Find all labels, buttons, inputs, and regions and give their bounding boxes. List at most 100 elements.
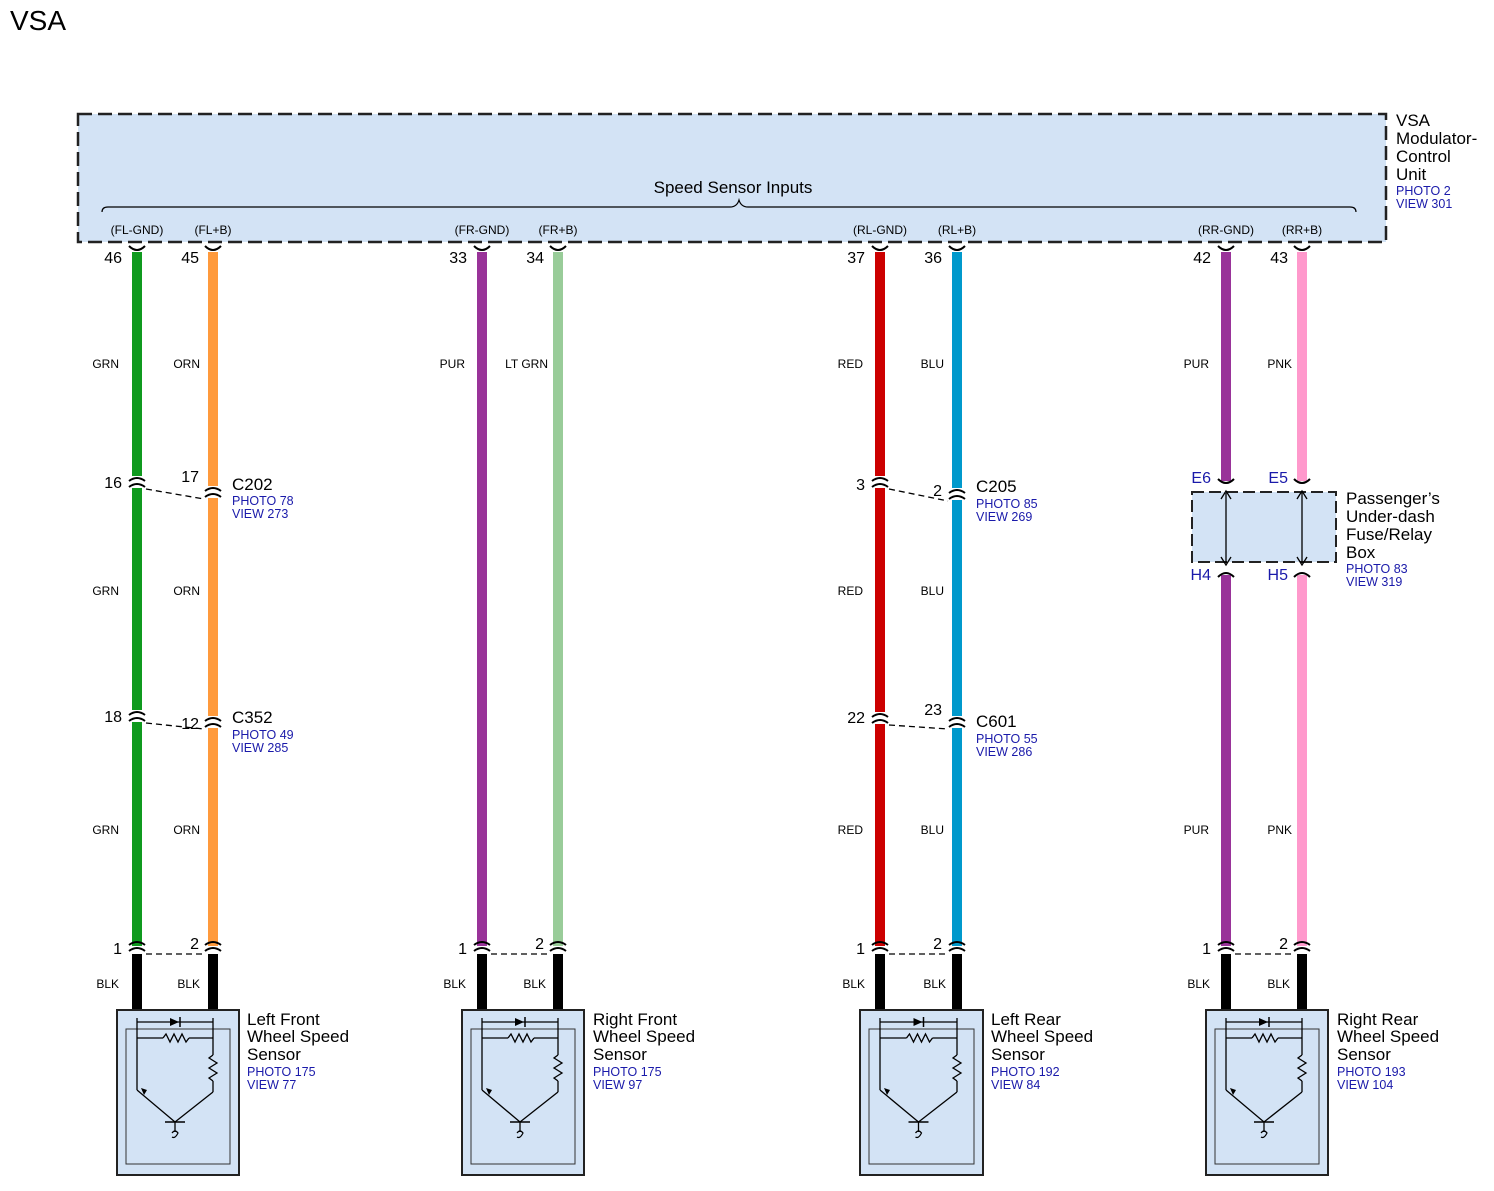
wire-color-label: ORN xyxy=(173,357,200,371)
connector-arc xyxy=(473,941,491,946)
connector-arc xyxy=(948,495,966,500)
connector-arc xyxy=(549,941,567,946)
terminal-mark xyxy=(1217,478,1235,484)
connector-photo-ref: PHOTO 55 xyxy=(976,732,1038,746)
group-label: Speed Sensor Inputs xyxy=(654,178,813,197)
resistor-icon xyxy=(1251,1032,1279,1044)
sensor-inner-frame xyxy=(868,1028,975,1165)
wire-color-label: LT GRN xyxy=(505,357,548,371)
wire-color-label: ORN xyxy=(173,823,200,837)
sensor-name-line: Left Front xyxy=(247,1010,320,1029)
diagram-title: VSA xyxy=(10,5,66,36)
blk-label: BLK xyxy=(177,977,200,991)
wire-color-label: PUR xyxy=(440,357,466,371)
connector-arc xyxy=(204,717,222,722)
terminal-mark xyxy=(204,245,222,251)
speed-sensor-inputs-bracket xyxy=(101,197,1357,213)
terminal-mark xyxy=(1293,572,1311,578)
connector-link xyxy=(888,724,949,730)
inline-connectors: 16 17 C202 PHOTO 78 VIEW 273 18 12 C352 … xyxy=(104,469,1037,759)
connector-arc xyxy=(871,477,889,482)
terminal-mark xyxy=(1293,245,1311,251)
connector-arc xyxy=(1293,941,1311,946)
connector-arc xyxy=(204,493,222,498)
fuse-box-name-line: Under-dash xyxy=(1346,507,1435,526)
wire-color-label: PUR xyxy=(1184,823,1210,837)
connector-photo-ref: PHOTO 78 xyxy=(232,494,294,508)
connector-arc xyxy=(128,483,146,488)
terminal-mark xyxy=(1217,572,1235,578)
terminal-mark xyxy=(1217,245,1235,251)
fuse-box-photo-ref: PHOTO 83 xyxy=(1346,562,1408,576)
connector-arc xyxy=(871,941,889,946)
fuse-pin-label: E6 xyxy=(1191,470,1211,487)
signal-label: (RL+B) xyxy=(938,223,976,237)
arrow-up-icon xyxy=(1296,489,1308,500)
blk-label: BLK xyxy=(1187,977,1210,991)
connector-pin: 17 xyxy=(181,469,199,486)
fuse-box-name-line: Fuse/Relay xyxy=(1346,525,1432,544)
sensor-inner-frame xyxy=(470,1028,576,1165)
arrow-up-icon xyxy=(1220,489,1232,500)
connector-pin: 16 xyxy=(104,475,122,492)
sensor-name-line: Sensor xyxy=(593,1045,647,1064)
fuse-box-rect xyxy=(1191,491,1337,563)
wire-color-label: RED xyxy=(838,584,864,598)
connector-arc xyxy=(948,947,966,952)
magnet-icon xyxy=(915,1130,923,1139)
connector-arc xyxy=(204,947,222,952)
arrow-icon xyxy=(486,1088,492,1095)
wire-color-label: GRN xyxy=(92,823,119,837)
connector-arc xyxy=(948,723,966,728)
wire-color-label: ORN xyxy=(173,584,200,598)
wire-color-label: BLU xyxy=(921,357,944,371)
connector-link xyxy=(145,488,205,500)
sensor-photo-ref: PHOTO 175 xyxy=(247,1065,316,1079)
connector-arc xyxy=(204,487,222,492)
fuse-pin-label: H5 xyxy=(1268,567,1289,584)
connector-view-ref: VIEW 286 xyxy=(976,745,1032,759)
connector-view-ref: VIEW 269 xyxy=(976,510,1032,524)
resistor-icon xyxy=(905,1032,934,1044)
sensor-pin: 2 xyxy=(933,936,942,953)
connector-view-ref: VIEW 273 xyxy=(232,507,288,521)
modulator-photo-ref: PHOTO 2 xyxy=(1396,184,1451,198)
connector-link xyxy=(888,488,949,502)
sensor-lead xyxy=(174,1091,214,1123)
sensor-name-line: Sensor xyxy=(1337,1045,1391,1064)
resistor-icon xyxy=(207,1054,219,1082)
connector-arc xyxy=(549,947,567,952)
terminal-mark xyxy=(549,245,567,251)
connector-arc xyxy=(128,711,146,716)
sensor-name-line: Wheel Speed xyxy=(247,1027,349,1046)
resistor-icon xyxy=(951,1054,963,1082)
connector-arc xyxy=(1217,941,1235,946)
sensor-pin: 1 xyxy=(856,941,865,958)
sensor-pin: 2 xyxy=(535,936,544,953)
blk-label: BLK xyxy=(1267,977,1290,991)
sensor-lead xyxy=(481,1089,521,1123)
sensor-name-line: Sensor xyxy=(247,1045,301,1064)
wire-color-label: PUR xyxy=(1184,357,1210,371)
connector-arc xyxy=(128,941,146,946)
sensor-lead xyxy=(519,1091,559,1123)
wires-layer xyxy=(116,245,1329,1176)
magnet-icon xyxy=(171,1130,179,1139)
sensor-photo-ref: PHOTO 175 xyxy=(593,1065,662,1079)
connector-photo-ref: PHOTO 85 xyxy=(976,497,1038,511)
sensor-inner-frame xyxy=(1214,1028,1320,1165)
wire-color-label: GRN xyxy=(92,584,119,598)
connector-arc xyxy=(128,717,146,722)
sensor-name-line: Wheel Speed xyxy=(991,1027,1093,1046)
connector-arc xyxy=(871,713,889,718)
connector-pin: 2 xyxy=(933,483,942,500)
connector-pin: 3 xyxy=(856,477,865,494)
terminal-mark xyxy=(1293,478,1311,484)
module-pin: 34 xyxy=(526,250,544,267)
blk-label: BLK xyxy=(96,977,119,991)
sensor-box xyxy=(859,1009,984,1176)
module-pin: 42 xyxy=(1193,250,1211,267)
fuse-relay-box: E6 E5 H4 H5 Passenger’s Under-dash Fuse/… xyxy=(1191,470,1440,589)
module-pin: 36 xyxy=(924,250,942,267)
sensor-box xyxy=(1205,1009,1329,1176)
